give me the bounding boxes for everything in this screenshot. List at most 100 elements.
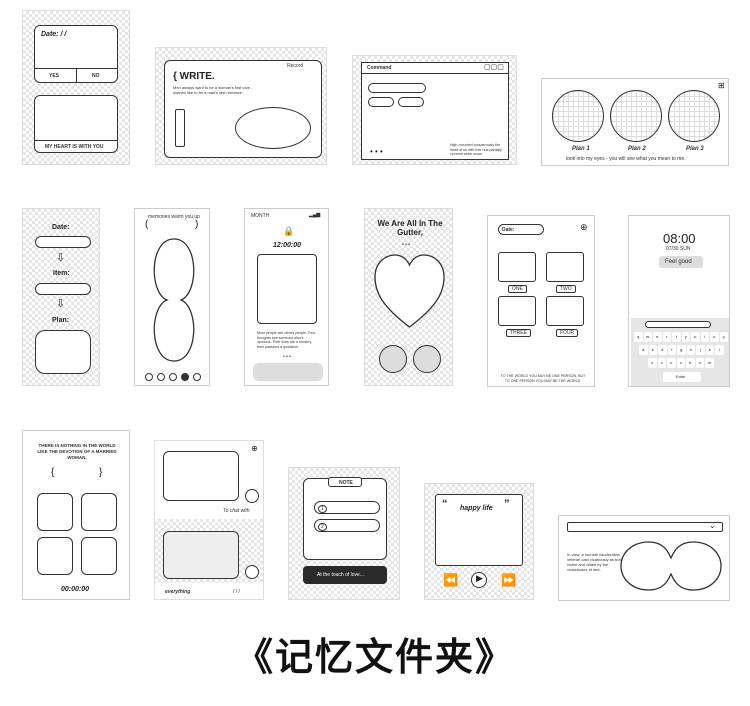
folder-2 bbox=[546, 252, 584, 282]
sticker-flow: Date: ⇩ Item: ⇩ Plan: bbox=[22, 208, 100, 386]
heart-circle-left bbox=[379, 345, 407, 373]
key-s[interactable]: s bbox=[648, 345, 657, 355]
folder-1 bbox=[498, 252, 536, 282]
yes-label: YES bbox=[49, 73, 60, 79]
command-pill-3 bbox=[398, 97, 424, 107]
hourglass-shape bbox=[153, 238, 195, 362]
key-z[interactable]: z bbox=[648, 358, 657, 368]
play-icon: ▶ bbox=[476, 573, 483, 583]
sticker-happy: “ happy life ” ⏪ ▶ ⏩ bbox=[424, 483, 534, 600]
flow-date-field bbox=[35, 236, 91, 248]
no-label: NO bbox=[92, 73, 100, 79]
write-subtitle: Men always want to be a woman's first lo… bbox=[173, 85, 253, 95]
happy-frame: “ happy life ” bbox=[435, 494, 523, 566]
plan-2-label: Plan 2 bbox=[628, 146, 646, 152]
fast-forward-icon[interactable]: ⏩ bbox=[501, 573, 516, 587]
key-m[interactable]: m bbox=[705, 358, 714, 368]
key-n[interactable]: n bbox=[695, 358, 704, 368]
add-icon-3: ⊕ bbox=[251, 444, 258, 453]
everything-label: everything bbox=[165, 589, 191, 595]
key-i[interactable]: i bbox=[700, 332, 709, 342]
sticker-phone: MONTH ▂▄▆ 🔒 12:00:00 Most people see oth… bbox=[244, 208, 329, 386]
pager-dot-2 bbox=[157, 373, 165, 381]
lock-time: 08:00 bbox=[663, 231, 696, 246]
flow-item-label: Item: bbox=[53, 270, 70, 277]
flow-plan-label: Plan: bbox=[52, 317, 70, 324]
phone-status: MONTH bbox=[251, 213, 270, 219]
flow-plan-box bbox=[35, 330, 91, 374]
command-pill-1 bbox=[368, 83, 426, 93]
add-icon-2: ⊕ bbox=[580, 222, 588, 232]
note-line-2: 2 bbox=[314, 519, 380, 532]
key-l[interactable]: l bbox=[715, 345, 724, 355]
rewind-icon[interactable]: ⏪ bbox=[443, 573, 458, 587]
chat-circle-top bbox=[245, 489, 259, 503]
phone-dots: • • • bbox=[283, 354, 292, 360]
key-q[interactable]: q bbox=[634, 332, 643, 342]
phone-bottom-bar bbox=[253, 363, 323, 381]
feel-good-label: Feel good bbox=[665, 259, 692, 265]
folder-3 bbox=[498, 296, 536, 326]
key-o[interactable]: o bbox=[710, 332, 719, 342]
command-title: Command bbox=[367, 65, 392, 71]
flow-date-label: Date: bbox=[52, 224, 70, 231]
heart-shape bbox=[374, 254, 445, 328]
chevron-down-icon[interactable]: ⌄ bbox=[709, 521, 716, 530]
quote-close-icon: ” bbox=[504, 498, 510, 510]
key-k[interactable]: k bbox=[705, 345, 714, 355]
key-r[interactable]: r bbox=[662, 332, 671, 342]
quote-open-icon: “ bbox=[442, 498, 448, 510]
lock-date: 07/30 SUN bbox=[666, 246, 691, 252]
sticker-note: NOTE 1 2 At the touch of love... bbox=[288, 467, 400, 600]
key-a[interactable]: a bbox=[639, 345, 648, 355]
key-f[interactable]: f bbox=[667, 345, 676, 355]
hourglass-caption: memories warm you up bbox=[148, 214, 200, 220]
play-button[interactable]: ▶ bbox=[471, 572, 487, 588]
add-icon: ⊞ bbox=[718, 81, 725, 90]
write-side-bar bbox=[175, 109, 185, 147]
plan-1-label: Plan 1 bbox=[572, 146, 590, 152]
phone-frame bbox=[257, 254, 317, 324]
devotion-cell-3 bbox=[37, 537, 73, 575]
note-header: NOTE bbox=[328, 477, 362, 487]
key-c[interactable]: c bbox=[667, 358, 676, 368]
folder-1-label: ONE bbox=[508, 285, 527, 293]
folders-caption: TO THE WORLD YOU MAY BE ONE PERSON, BUT … bbox=[500, 374, 586, 383]
key-p[interactable]: p bbox=[719, 332, 728, 342]
ellipsis-icon: • • • bbox=[370, 147, 383, 156]
write-oval bbox=[235, 107, 311, 149]
bracket-left: ( bbox=[145, 219, 149, 230]
key-d[interactable]: d bbox=[658, 345, 667, 355]
phone-caption: Most people see others people. Few thoug… bbox=[257, 331, 315, 349]
sticker-command: Command ▢▢▢ High-mounted prosperously th… bbox=[352, 55, 517, 165]
arrow-down-icon: ⇩ bbox=[56, 252, 66, 264]
key-g[interactable]: g bbox=[677, 345, 686, 355]
key-e[interactable]: e bbox=[653, 332, 662, 342]
signal-icon: ▂▄▆ bbox=[309, 212, 321, 218]
key-b[interactable]: b bbox=[686, 358, 695, 368]
command-window: Command ▢▢▢ High-mounted prosperously th… bbox=[361, 62, 509, 160]
key-j[interactable]: j bbox=[696, 345, 705, 355]
space-key[interactable]: Enter bbox=[663, 372, 701, 382]
key-x[interactable]: x bbox=[657, 358, 666, 368]
vs-input-bar bbox=[567, 522, 723, 532]
date-box: Date: / / YES NO bbox=[34, 25, 118, 83]
brace-left: { bbox=[51, 467, 55, 478]
key-h[interactable]: h bbox=[686, 345, 695, 355]
key-t[interactable]: t bbox=[672, 332, 681, 342]
folder-3-label: THREE bbox=[506, 329, 531, 337]
note-banner-text: At the touch of love... bbox=[317, 572, 364, 578]
key-y[interactable]: y bbox=[681, 332, 690, 342]
key-u[interactable]: u bbox=[691, 332, 700, 342]
happy-text: happy life bbox=[460, 505, 493, 512]
heart-dots: • • • bbox=[402, 242, 411, 248]
sticker-date-yes-no: Date: / / YES NO MY HEART IS WITH YOU bbox=[22, 10, 130, 165]
key-v[interactable]: v bbox=[676, 358, 685, 368]
slashes-label: / / / bbox=[233, 589, 240, 595]
sticker-vs: ⌄ In view, a humble vaudevillian veteran… bbox=[558, 515, 730, 601]
key-w[interactable]: w bbox=[643, 332, 652, 342]
